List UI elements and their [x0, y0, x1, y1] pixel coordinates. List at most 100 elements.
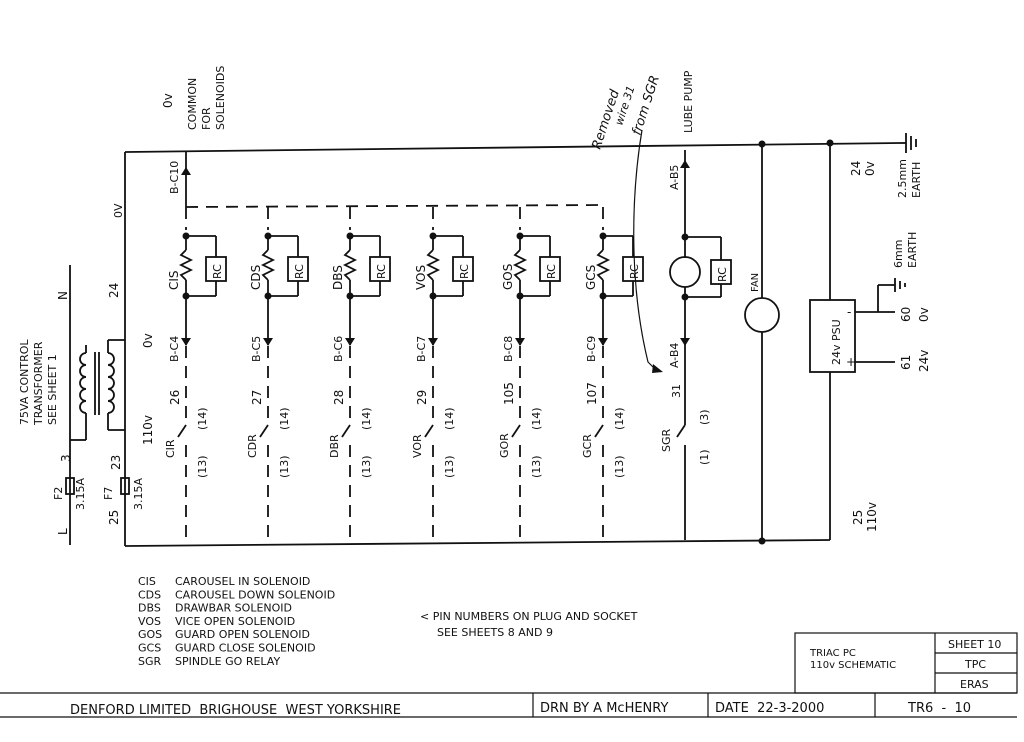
wire-3-label: 3: [59, 454, 73, 462]
lube-rc-label: RC: [716, 267, 729, 282]
drawn-by: DRN BY A McHENRY: [540, 701, 668, 716]
pin-a-label: (13): [360, 455, 373, 478]
fuse-f7-value: 3.15A: [132, 478, 145, 510]
eras-label: ERAS: [960, 678, 989, 691]
main-rails: [124, 142, 901, 547]
solenoid-coil-icon: [595, 249, 611, 281]
sheet-number: SHEET 10: [948, 638, 1001, 651]
solenoid-coil-icon: [512, 249, 528, 281]
transformer-label-1: 75VA CONTROL: [18, 339, 31, 425]
plug-label: B-C7: [415, 336, 428, 362]
legend-code: GCS: [138, 642, 161, 655]
relay-label: CIR: [164, 439, 177, 458]
relay-label: GCR: [581, 434, 594, 458]
plug-arrow-icon: [345, 338, 355, 346]
plug-label: B-C9: [585, 336, 598, 362]
pin-a-label: (13): [613, 455, 626, 478]
title-block: [0, 632, 1018, 718]
earth-6-label-2: EARTH: [906, 232, 919, 268]
plug-label: B-C8: [502, 336, 515, 362]
lube-wire-label: 31: [670, 384, 683, 398]
psu-minus: -: [847, 305, 851, 319]
pin-b-label: (14): [443, 407, 456, 430]
relay-contact-icon: [341, 424, 351, 438]
legend-description: VICE OPEN SOLENOID: [175, 615, 295, 628]
rc-label: RC: [628, 264, 641, 279]
wire-number-label: 28: [332, 390, 346, 405]
relay-label: CDR: [246, 434, 259, 458]
transformer-section: [65, 265, 130, 545]
solenoid-coil-icon: [342, 249, 358, 281]
zero-v-top-label: 0v: [161, 93, 175, 108]
legend-description: CAROUSEL IN SOLENOID: [175, 575, 310, 588]
legend-description: DRAWBAR SOLENOID: [175, 602, 292, 615]
pin-b-label: (14): [613, 407, 626, 430]
solenoid-label: VOS: [414, 265, 428, 290]
solenoid-label: CIS: [167, 270, 181, 290]
psu-wire-61: 61: [899, 355, 913, 370]
solenoid-rungs: RCCISB-C426CIR(13)(14)RCCDSB-C527CDR(13)…: [164, 207, 644, 543]
pin-a-label: (13): [530, 455, 543, 478]
lube-relay-label: SGR: [660, 428, 673, 452]
fuse-f2-value: 3.15A: [74, 478, 87, 510]
earth-25-label-1: 2.5mm: [896, 159, 909, 198]
plug-label: B-C6: [332, 336, 345, 362]
wire-number-label: 26: [168, 390, 182, 405]
pin-b-label: (14): [360, 407, 373, 430]
relay-label: GOR: [498, 433, 511, 458]
relay-contact-icon: [424, 424, 434, 438]
fan-motor: [744, 297, 780, 333]
psu-section: [809, 139, 906, 540]
fuse-f2-label: F2: [52, 487, 65, 500]
relay-contact-icon: [594, 424, 604, 438]
transformer-110v-label: 110v: [141, 415, 155, 445]
solenoid-label: DBS: [331, 265, 345, 290]
rc-label: RC: [458, 264, 471, 279]
plug-label: B-C4: [168, 336, 181, 362]
psu-label: 24v PSU: [830, 319, 843, 365]
title-line-2: 110v SCHEMATIC: [810, 660, 896, 671]
rc-label: RC: [545, 264, 558, 279]
pin-note-line-2: SEE SHEETS 8 AND 9: [437, 626, 553, 639]
earth-symbol-top: [900, 133, 917, 153]
wire-25-left-label: 25: [107, 510, 121, 525]
solenoid-label: CDS: [249, 265, 263, 290]
pin-a-label: (13): [443, 455, 456, 478]
pin-b-label: (14): [278, 407, 291, 430]
plug-arrow-icon: [598, 338, 608, 346]
handwritten-note: Removed wire 31 from SGR: [590, 74, 663, 373]
ov24-top-label: 0v: [863, 161, 877, 176]
legend-code: VOS: [138, 615, 161, 628]
company-name: DENFORD LIMITED BRIGHOUSE WEST YORKSHIRE: [70, 703, 401, 718]
legend-code: DBS: [138, 602, 161, 615]
relay-contact-icon: [177, 424, 187, 438]
wire-number-label: 105: [502, 382, 516, 405]
rc-label: RC: [293, 264, 306, 279]
wire-25-right-label: 25: [851, 510, 865, 525]
solenoid-label: GCS: [584, 265, 598, 290]
pin-b-label: (14): [196, 407, 209, 430]
wire-24-label: 24: [107, 283, 121, 298]
wire-number-label: 107: [585, 382, 599, 405]
plug-arrow-icon: [263, 338, 273, 346]
wire-number-label: 27: [250, 390, 264, 405]
fuse-f7-label: F7: [102, 487, 115, 500]
rc-label: RC: [375, 264, 388, 279]
lube-ab4-label: A-B4: [668, 343, 681, 368]
n-label: N: [56, 291, 70, 300]
transformer-label-3: SEE SHEET 1: [46, 354, 59, 425]
earth-25-label-2: EARTH: [910, 162, 923, 198]
common-label-2: FOR: [200, 107, 213, 130]
svg-text:from SGR: from SGR: [630, 74, 663, 138]
relay-label: VOR: [411, 434, 424, 458]
v24-top-label: 24: [849, 161, 863, 176]
pin-a-label: (13): [278, 455, 291, 478]
earth-6-label-1: 6mm: [892, 240, 905, 268]
rc-label: RC: [211, 264, 224, 279]
